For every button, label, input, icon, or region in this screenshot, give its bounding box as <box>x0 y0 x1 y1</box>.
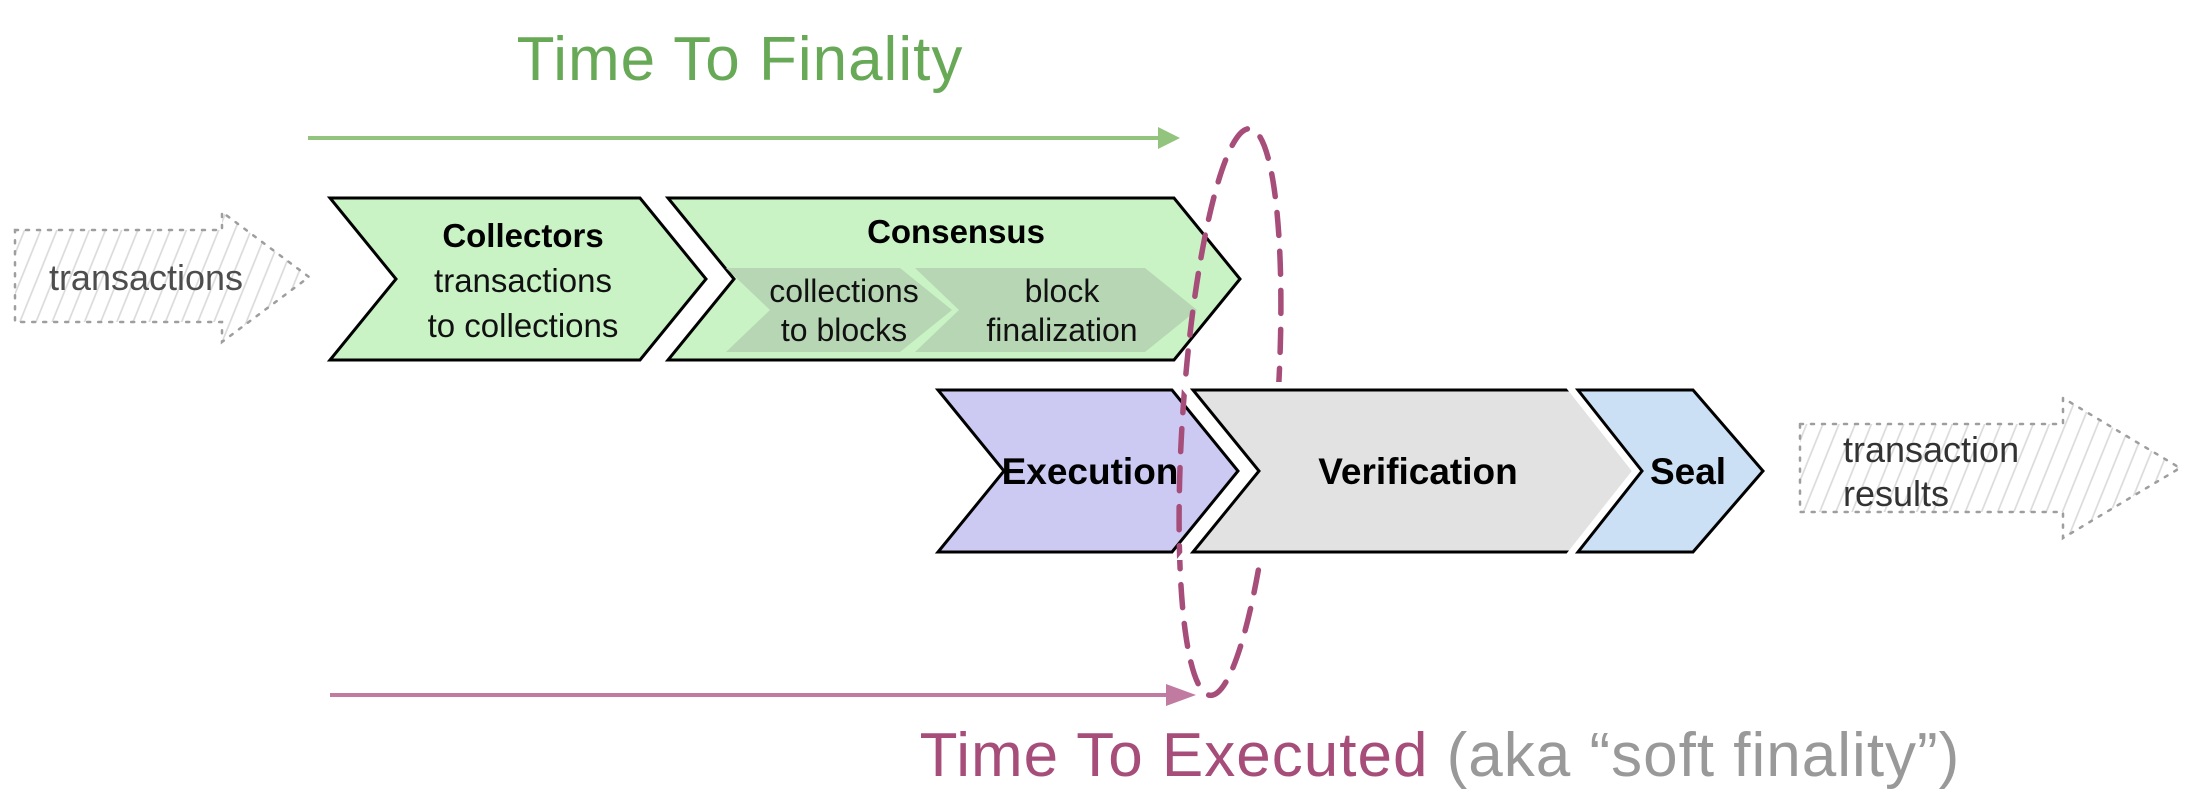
seal-stage: Seal <box>1561 382 1774 560</box>
time-to-executed-label: Time To Executed <box>919 721 1429 790</box>
transaction-results-line1: transaction <box>1843 429 2019 470</box>
seal-chevron <box>1574 388 1765 554</box>
execution-title: Execution <box>1002 451 1179 492</box>
transactions-input-arrow: transactions <box>13 209 312 345</box>
consensus-stage: Consensus collections to blocks block fi… <box>651 190 1251 368</box>
collectors-stage: Collectors transactions to collections <box>326 196 708 362</box>
transaction-results-output-arrow: transaction results <box>1798 395 2183 541</box>
verification-title: Verification <box>1318 451 1517 492</box>
time-to-executed-arrowhead-icon <box>1166 684 1196 706</box>
collectors-chevron <box>326 196 708 362</box>
transactions-input-label: transactions <box>49 257 243 298</box>
collectors-line1: transactions <box>434 262 612 299</box>
consensus-sub2-line2: finalization <box>986 312 1137 348</box>
consensus-sub1-line1: collections <box>769 273 918 309</box>
consensus-sub1-line2: to blocks <box>781 312 907 348</box>
soft-finality-note: (aka “soft finality”) <box>1428 721 1961 790</box>
time-to-finality-arrow <box>308 127 1180 149</box>
seal-title: Seal <box>1650 451 1726 492</box>
verification-stage: Verification <box>1176 382 1654 560</box>
collectors-line2: to collections <box>428 307 619 344</box>
time-to-finality-arrowhead-icon <box>1158 127 1180 149</box>
execution-stage: Execution <box>934 388 1240 554</box>
consensus-title: Consensus <box>867 213 1045 250</box>
execution-chevron <box>934 388 1240 554</box>
collectors-title: Collectors <box>442 217 603 254</box>
block-finalization-chevron <box>915 268 1197 352</box>
transactions-input-arrow-shape <box>13 209 312 345</box>
time-to-finality-title: Time To Finality <box>516 25 964 94</box>
transaction-results-arrow-shape <box>1798 395 2183 541</box>
consensus-sub2-line1: block <box>1025 273 1101 309</box>
collections-to-blocks-chevron <box>726 268 952 352</box>
time-to-executed-title: Time To Executed (aka “soft finality”) <box>640 720 2194 791</box>
transaction-results-line2: results <box>1843 473 1949 514</box>
time-to-executed-arrow <box>330 684 1196 706</box>
